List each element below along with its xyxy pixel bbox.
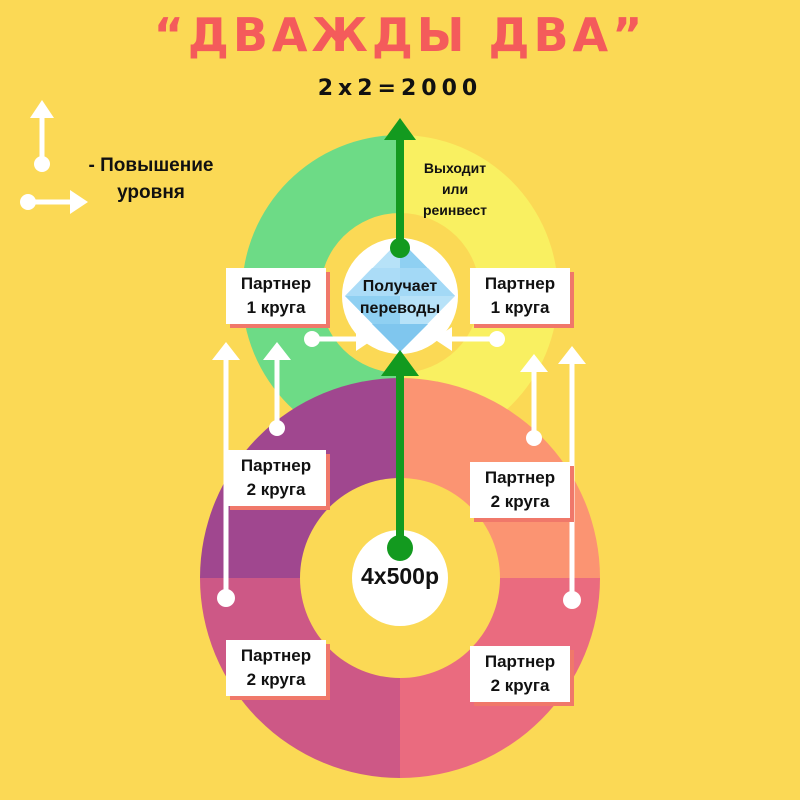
exit-label-line-3: реинвест [422,202,488,218]
legend-line-1: - Повышение [88,155,214,176]
exit-label-line-1: Выходит [423,160,487,176]
partner-card-first-left: Партнер 1 круга [226,268,326,324]
diamond-icon [342,238,458,354]
partner-card-second-top-right: Партнер 2 круга [470,462,570,518]
center-label-line-2: переводы [359,300,441,317]
level-up-arrow-right-outer [558,346,586,609]
partner-card-second-bottom-right: Партнер 2 круга [470,646,570,702]
level-up-arrow-left-inner [263,342,291,436]
partner-card-title: Партнер [240,646,312,665]
partner-card-level: 2 круга [246,480,306,499]
partner-card-level: 1 круга [246,298,306,317]
partner-card-level: 1 круга [490,298,550,317]
exit-label: Выходит или реинвест [400,158,510,221]
level-up-arrow-horizontal-left [304,327,374,351]
green-arrow-exit [384,118,416,258]
arrow-right-icon [20,190,88,214]
center-label-line-1: Получает [362,278,438,295]
exit-label-line-2: или [441,181,469,197]
partner-card-title: Партнер [240,274,312,293]
partner-card-first-right: Партнер 1 круга [470,268,570,324]
partner-card-level: 2 круга [246,670,306,689]
formula-subtitle: 2x2=2000 [317,76,483,101]
green-arrow-to-center [381,350,419,561]
partner-card-title: Партнер [484,274,556,293]
center-receives-label: Получает переводы [340,276,460,320]
partner-card-second-top-left: Партнер 2 круга [226,450,326,506]
partner-card-title: Партнер [484,468,556,487]
partner-card-title: Партнер [484,652,556,671]
legend-line-2: уровня [117,182,185,203]
level-up-arrow-horizontal-right [434,327,505,351]
bottom-center-amount: 4x500р [360,563,439,589]
legend-text: - Повышение уровня [76,152,226,206]
partner-card-level: 2 круга [490,492,550,511]
bottom-center-disc [352,530,448,626]
level-up-arrow-right-inner [520,354,548,446]
page-title: “ДВАЖДЫ ДВА” [153,8,647,62]
arrow-up-icon [30,100,54,172]
partner-card-title: Партнер [240,456,312,475]
partner-card-level: 2 круга [490,676,550,695]
partner-card-second-bottom-left: Партнер 2 круга [226,640,326,696]
